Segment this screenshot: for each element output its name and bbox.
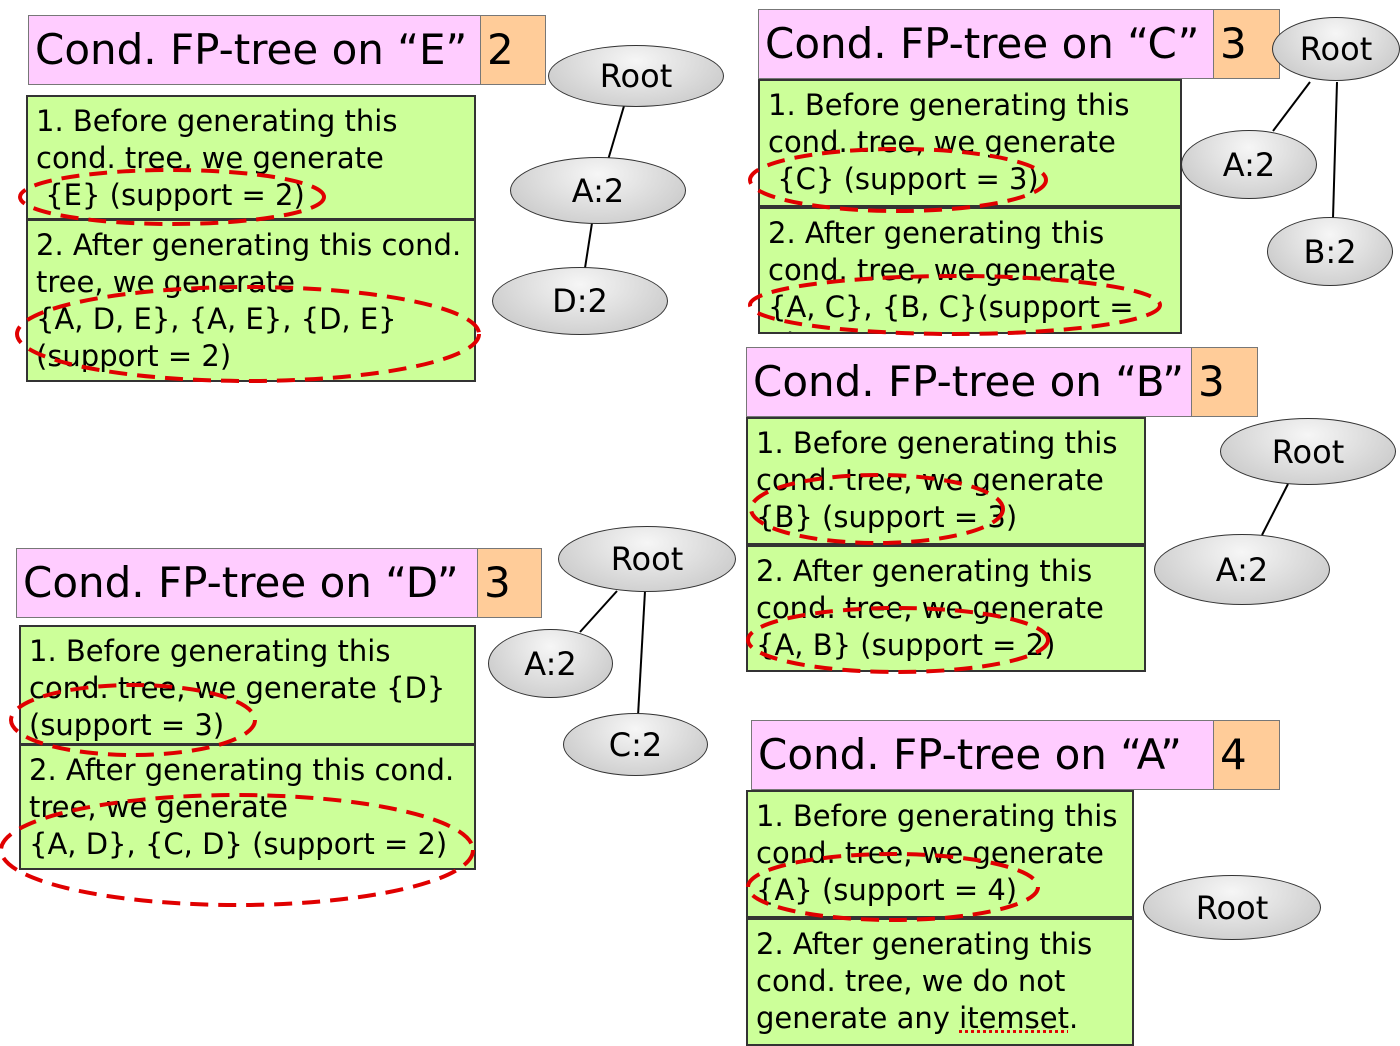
edge-b-root-a [1261, 483, 1289, 536]
tree-e-a-node: A:2 [510, 157, 686, 224]
panel-c-count: 3 [1213, 9, 1280, 79]
panel-a-after-period: . [1068, 1001, 1079, 1035]
panel-c-before: 1. Before generating this cond. tree, we… [758, 79, 1182, 207]
panel-b-before: 1. Before generating this cond. tree, we… [746, 417, 1146, 545]
tree-e-root-node: Root [548, 45, 724, 107]
panel-a-after-text: 2. After generating this cond. tree, we … [756, 927, 1102, 1035]
panel-c-title: Cond. FP-tree on “C” [758, 9, 1214, 79]
edge-c-root-a [1272, 81, 1311, 132]
edge-e-root-a [607, 105, 625, 161]
panel-a-count: 4 [1213, 720, 1280, 790]
edge-c-root-b [1332, 81, 1338, 219]
panel-d-after: 2. After generating this cond. tree, we … [19, 744, 476, 870]
panel-a-before: 1. Before generating this cond. tree, we… [746, 790, 1134, 918]
panel-a-title: Cond. FP-tree on “A” [751, 720, 1214, 790]
tree-c-b-node: B:2 [1267, 217, 1393, 286]
tree-e-d-node: D:2 [492, 267, 668, 335]
tree-b-a-node: A:2 [1154, 534, 1330, 605]
panel-e-count: 2 [480, 15, 546, 85]
tree-d-c-node: C:2 [563, 713, 708, 776]
panel-c-after: 2. After generating this cond. tree, we … [758, 207, 1182, 334]
panel-b-after: 2. After generating this cond. tree, we … [746, 545, 1146, 672]
panel-e-title: Cond. FP-tree on “E” [28, 15, 481, 85]
edge-e-a-d [584, 222, 593, 269]
panel-d-title: Cond. FP-tree on “D” [16, 548, 478, 618]
tree-b-root-node: Root [1220, 418, 1396, 485]
panel-b-title: Cond. FP-tree on “B” [746, 347, 1192, 417]
tree-c-root-node: Root [1272, 17, 1400, 81]
tree-a-root-node: Root [1143, 875, 1321, 940]
panel-a-after-itemset: itemset [959, 1001, 1069, 1035]
tree-c-a-node: A:2 [1181, 130, 1317, 199]
panel-a-after: 2. After generating this cond. tree, we … [746, 918, 1134, 1046]
tree-d-root-node: Root [558, 526, 736, 592]
panel-b-count: 3 [1191, 347, 1258, 417]
panel-e-before: 1. Before generating this cond. tree, we… [26, 95, 476, 220]
edge-d-root-c [637, 590, 646, 717]
tree-d-a-node: A:2 [488, 629, 613, 698]
panel-e-after: 2. After generating this cond. tree, we … [26, 219, 476, 382]
panel-d-before: 1. Before generating this cond. tree, we… [19, 625, 476, 745]
edge-d-root-a [579, 590, 618, 633]
panel-d-count: 3 [477, 548, 542, 618]
